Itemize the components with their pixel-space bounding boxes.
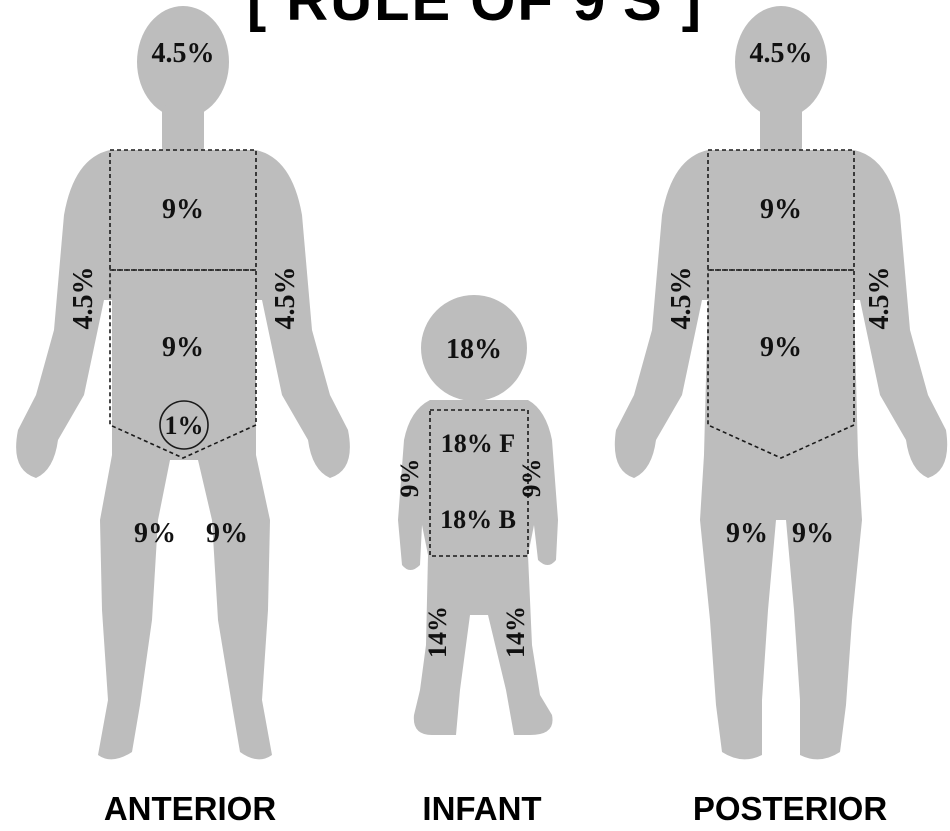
- infant-trunk-back-label: 18% B: [440, 505, 516, 534]
- posterior-silhouette: [615, 6, 947, 759]
- posterior-upper-back-label: 9%: [760, 194, 802, 225]
- anterior-abdomen-label: 9%: [162, 332, 204, 363]
- anterior-chest-label: 9%: [162, 194, 204, 225]
- anterior-left-leg-label: 9%: [134, 518, 176, 549]
- infant-figure: 18% 18% F 18% B 9% 9% 14% 14%: [395, 295, 558, 735]
- anterior-right-leg-label: 9%: [206, 518, 248, 549]
- posterior-figure: 4.5% 9% 9% 4.5% 4.5% 9% 9%: [615, 6, 947, 759]
- infant-right-leg-label: 14%: [501, 606, 530, 658]
- anterior-right-arm-label: 4.5%: [270, 267, 301, 330]
- anterior-left-arm-label: 4.5%: [68, 267, 99, 330]
- anterior-silhouette: [16, 6, 350, 759]
- infant-trunk-front-label: 18% F: [441, 429, 515, 458]
- anterior-head-label: 4.5%: [152, 38, 215, 69]
- diagram-title: [ RULE OF 9'S ]: [247, 0, 703, 33]
- posterior-right-leg-label: 9%: [792, 518, 834, 549]
- posterior-caption: POSTERIOR: [693, 790, 888, 827]
- posterior-left-leg-label: 9%: [726, 518, 768, 549]
- posterior-lower-back-label: 9%: [760, 332, 802, 363]
- anterior-caption: ANTERIOR: [104, 790, 277, 827]
- infant-left-leg-label: 14%: [423, 606, 452, 658]
- infant-caption: INFANT: [422, 790, 541, 827]
- posterior-left-arm-label: 4.5%: [666, 267, 697, 330]
- posterior-head-label: 4.5%: [750, 38, 813, 69]
- infant-right-arm-label: 9%: [517, 459, 546, 498]
- anterior-groin-label: 1%: [165, 411, 204, 440]
- posterior-right-arm-label: 4.5%: [864, 267, 895, 330]
- anterior-figure: 4.5% 9% 9% 1% 4.5% 4.5% 9% 9%: [16, 6, 350, 759]
- infant-left-arm-label: 9%: [395, 459, 424, 498]
- infant-head-label: 18%: [446, 334, 502, 365]
